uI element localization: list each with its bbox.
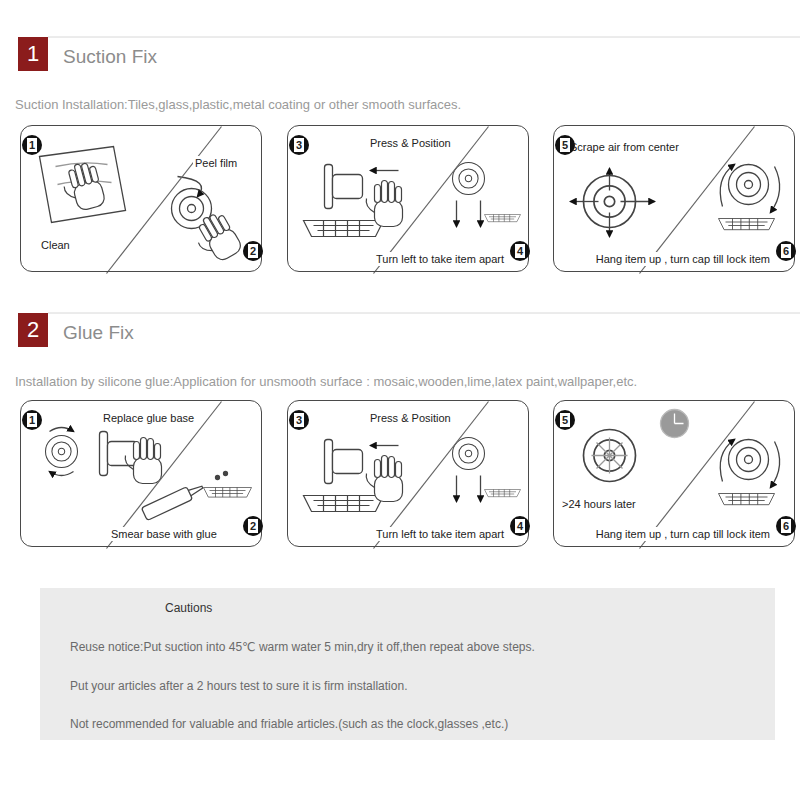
clean-peel-drawing [40,147,244,267]
step-number-text: 3 [294,138,304,152]
wait-hang-drawing [584,402,780,549]
step-caption: Hang item up , turn cap till lock item [594,252,772,266]
section-number-box: 2 [18,313,48,347]
step-number: 5 [555,410,575,430]
step-panel: Press & PositionTurn left to take item a… [287,125,529,272]
wait-hang-drawing [584,410,780,505]
scrape-hang-drawing [571,165,780,237]
press-drawing [304,163,521,237]
step-number: 2 [243,241,263,261]
step-number: 5 [555,135,575,155]
step-number-text: 4 [515,519,525,533]
caution-note: Not recommended for valuable and friable… [70,717,508,732]
step-caption: Smear base with glue [109,527,219,541]
step-caption: Turn left to take item apart [374,252,506,266]
step-panel: Replace glue baseSmear base with glue 1 2 [20,400,262,547]
step-panel: Press & PositionTurn left to take item a… [287,400,529,547]
step-caption: Hang item up , turn cap till lock item [594,527,772,541]
step-number-text: 4 [515,244,525,258]
step-number-text: 1 [27,138,37,152]
step-caption: Turn left to take item apart [374,527,506,541]
step-caption: Press & Position [368,136,453,150]
step-number: 2 [243,516,263,536]
press-drawing [304,402,521,549]
step-caption: >24 hours later [560,497,638,511]
header-rule [48,313,800,314]
section-title: Suction Fix [63,46,157,69]
step-number: 6 [776,516,796,536]
section-number: 1 [27,43,39,65]
step-caption: Clean [39,238,72,252]
step-number: 4 [510,516,530,536]
step-number-text: 3 [294,413,304,427]
press-drawing [304,438,521,512]
step-number: 6 [776,241,796,261]
caution-note: Put your articles after a 2 hours test t… [70,679,407,694]
clean-peel-drawing [40,127,244,274]
cautions-box: CautionsReuse notice:Put suction into 45… [40,588,775,740]
clean-peel-drawing [107,127,222,274]
step-caption: Replace glue base [101,411,196,425]
caution-heading: Cautions [165,601,212,616]
step-number-text: 5 [560,138,570,152]
step-number: 3 [289,135,309,155]
step-panel: Scrape air from centerHang item up , tur… [553,125,795,272]
glue-base-drawing [46,402,252,549]
step-number: 1 [22,135,42,155]
step-number: 4 [510,241,530,261]
step-number: 1 [22,410,42,430]
step-number: 3 [289,410,309,430]
step-caption: Press & Position [368,411,453,425]
step-number-text: 6 [781,244,791,258]
glue-base-drawing [46,428,252,521]
section-subtitle: Installation by silicone glue:Applicatio… [15,374,637,390]
header-rule [48,37,800,38]
section-title: Glue Fix [63,322,134,345]
step-number-text: 5 [560,413,570,427]
step-number-text: 2 [248,519,258,533]
caution-note: Reuse notice:Put suction into 45℃ warm w… [70,640,535,655]
step-panel: >24 hours laterHang item up , turn cap t… [553,400,795,547]
step-panel: Clean Peel film 1 2 [20,125,262,272]
press-drawing [304,127,521,274]
step-number-text: 6 [781,519,791,533]
section-number: 2 [27,319,39,341]
step-number-text: 2 [248,244,258,258]
step-number-text: 1 [27,413,37,427]
section-subtitle: Suction Installation:Tiles,glass,plastic… [15,97,461,113]
step-caption: Scrape air from center [568,140,681,154]
step-caption: Peel film [193,156,239,170]
section-number-box: 1 [18,37,48,71]
